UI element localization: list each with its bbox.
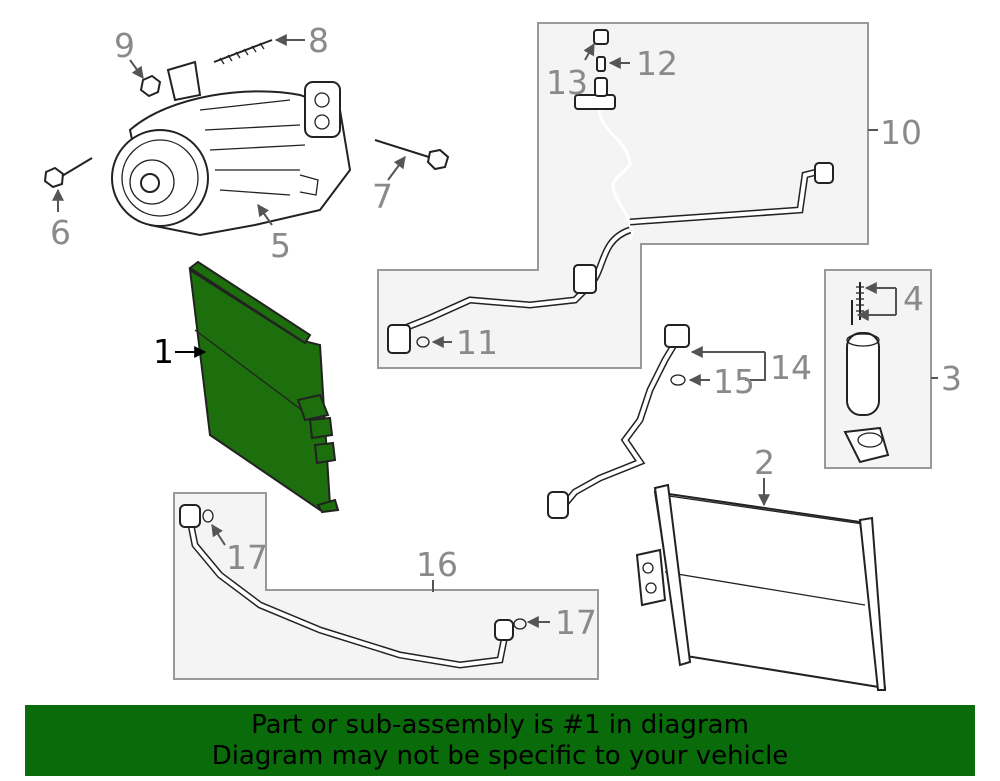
parts-diagram: 1 2 3 4 5 6 7 8 9 10 11 12 13 14 15 16 1… bbox=[43, 21, 962, 691]
line-16[interactable] bbox=[179, 504, 514, 669]
callout-6: 6 bbox=[50, 213, 71, 252]
leader-14 bbox=[692, 352, 766, 381]
callout-16: 16 bbox=[416, 545, 458, 584]
callout-10: 10 bbox=[880, 113, 922, 152]
callout-17-lower: 17 bbox=[555, 603, 597, 642]
o-ring-15[interactable] bbox=[670, 374, 686, 386]
condenser-2[interactable] bbox=[635, 483, 887, 691]
bolt-7[interactable] bbox=[374, 139, 450, 171]
callout-7: 7 bbox=[372, 177, 393, 216]
line-assembly-box-10 bbox=[377, 22, 869, 369]
callout-2: 2 bbox=[754, 443, 775, 482]
callout-13: 13 bbox=[546, 63, 588, 102]
callout-17-upper: 17 bbox=[226, 538, 268, 577]
callout-8: 8 bbox=[308, 21, 329, 60]
leader-17a bbox=[211, 523, 226, 546]
valve-core-12[interactable] bbox=[596, 56, 606, 72]
leader-5 bbox=[257, 204, 273, 226]
bolt-6[interactable] bbox=[43, 157, 93, 189]
callout-11: 11 bbox=[456, 323, 498, 362]
callout-4: 4 bbox=[903, 279, 924, 318]
cap-13[interactable] bbox=[593, 29, 609, 45]
callout-3: 3 bbox=[941, 359, 962, 398]
leader-7 bbox=[387, 156, 406, 181]
callout-14: 14 bbox=[770, 348, 812, 387]
leader-9 bbox=[129, 59, 144, 79]
notice-banner: Part or sub-assembly is #1 in diagram Di… bbox=[25, 705, 975, 776]
line-assembly-box-16 bbox=[173, 492, 599, 680]
banner-line-2: Diagram may not be specific to your vehi… bbox=[211, 741, 789, 771]
banner-line-1: Part or sub-assembly is #1 in diagram bbox=[251, 710, 749, 740]
stud-8[interactable] bbox=[213, 39, 273, 65]
o-ring-17-lower[interactable] bbox=[513, 618, 527, 630]
callout-9: 9 bbox=[114, 26, 135, 65]
o-ring-11[interactable] bbox=[416, 336, 430, 348]
receiver-drier-3[interactable] bbox=[843, 332, 890, 464]
nut-9[interactable] bbox=[139, 74, 162, 98]
callout-12: 12 bbox=[636, 44, 678, 83]
callout-15: 15 bbox=[713, 362, 755, 401]
callout-5: 5 bbox=[270, 226, 291, 265]
compressor-5[interactable] bbox=[111, 60, 352, 237]
o-ring-17-upper[interactable] bbox=[202, 509, 214, 523]
callout-1: 1 bbox=[153, 332, 174, 371]
leader-13 bbox=[583, 42, 595, 61]
condenser-1[interactable] bbox=[188, 260, 340, 514]
line-assembly-10[interactable] bbox=[387, 77, 834, 354]
